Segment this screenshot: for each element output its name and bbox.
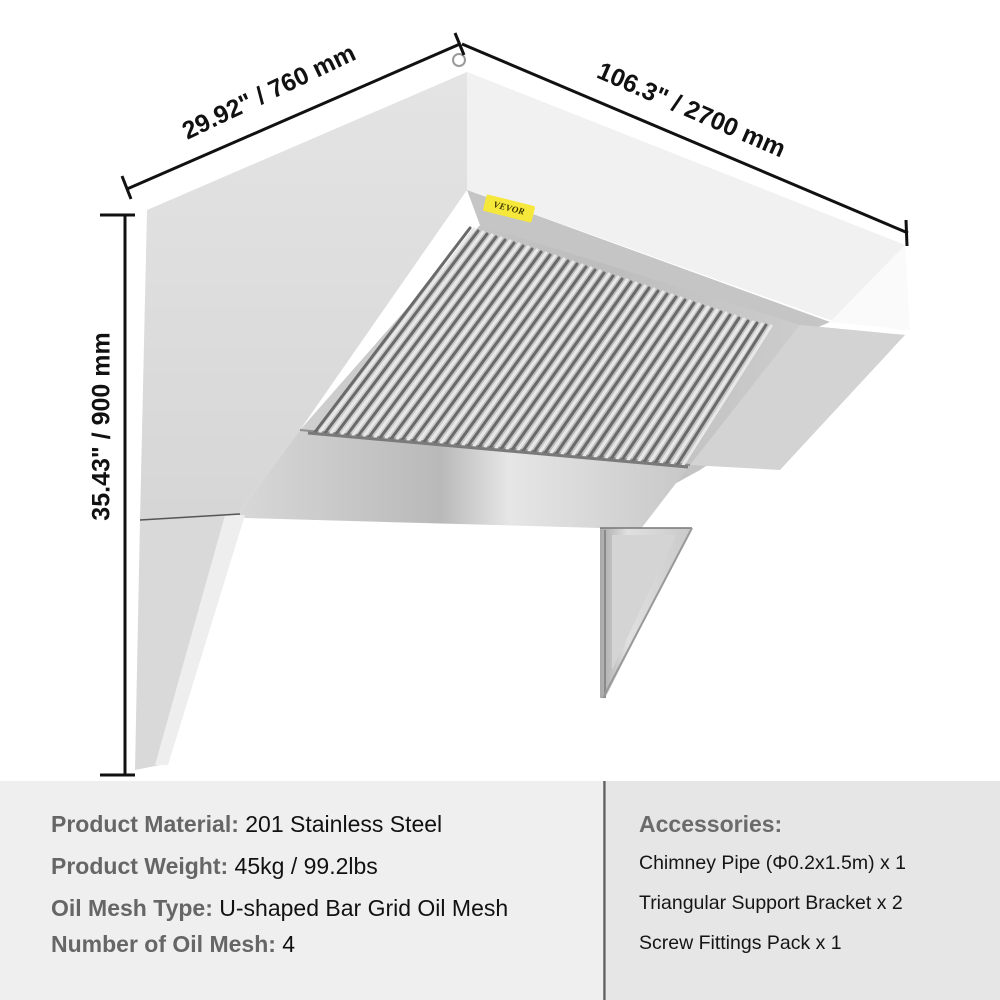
spec-panel: Product Material: 201 Stainless Steel Pr… [0, 781, 1000, 1000]
oil-mesh-filters [307, 226, 773, 469]
spec-key: Product Weight: [51, 853, 229, 879]
accessory-item: Chimney Pipe (Φ0.2x1.5m) x 1 [639, 852, 906, 874]
accessory-item: Triangular Support Bracket x 2 [639, 892, 903, 914]
exhaust-hood-illustration [100, 32, 910, 777]
spec-value: 4 [275, 931, 296, 957]
spec-key: Product Material: [51, 811, 239, 837]
accessory-item: Screw Fittings Pack x 1 [639, 932, 842, 954]
dimension-height-label: 35.43" / 900 mm [87, 332, 116, 521]
spec-mesh-type: Oil Mesh Type: U-shaped Bar Grid Oil Mes… [51, 895, 603, 921]
hook-icon [452, 53, 466, 67]
product-image: VEVOR 29.92" / 760 mm 106.3" / 2700 mm 3… [87, 32, 910, 777]
spec-weight: Product Weight: 45kg / 99.2lbs [51, 853, 603, 879]
hood-side-panel [140, 72, 467, 520]
dimension-lines [100, 32, 909, 777]
spec-value: 201 Stainless Steel [238, 811, 443, 837]
spec-key: Number of Oil Mesh: [51, 931, 276, 957]
product-specs: Product Material: 201 Stainless Steel Pr… [0, 781, 603, 1000]
spec-mesh-count: Number of Oil Mesh: 4 [51, 931, 603, 957]
spec-value: 45kg / 99.2lbs [228, 853, 378, 879]
support-bracket [600, 527, 693, 699]
spec-material: Product Material: 201 Stainless Steel [51, 811, 603, 837]
spec-key: Oil Mesh Type: [51, 895, 213, 921]
spec-value: U-shaped Bar Grid Oil Mesh [212, 895, 509, 921]
accessories-list: Accessories: Chimney Pipe (Φ0.2x1.5m) x … [606, 781, 1000, 1000]
panel-divider [603, 781, 606, 1000]
accessories-title: Accessories: [639, 811, 783, 837]
